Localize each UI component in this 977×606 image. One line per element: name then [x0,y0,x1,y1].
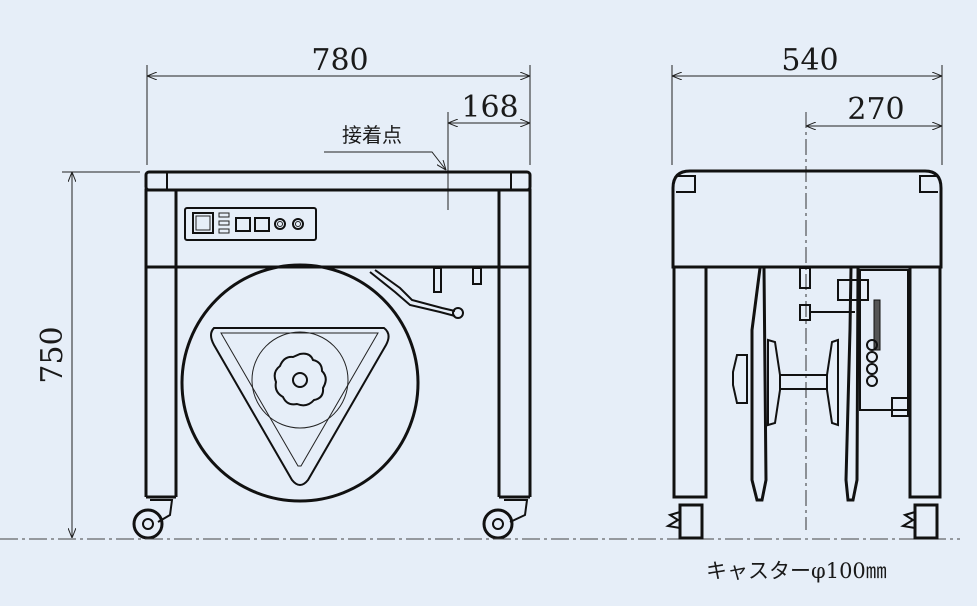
caster-front-right [482,499,529,540]
glue-offset-dimension: 168 接着点 [324,90,530,210]
center-dim-label: 270 [847,92,904,127]
caster-side-left [665,503,704,540]
caster-side-right [900,503,939,540]
side-depth-dimension: 540 [671,43,943,165]
offset-dim-label: 168 [461,90,518,125]
control-panel [184,207,317,241]
front-width-dimension: 780 [146,43,531,165]
glue-point-label: 接着点 [342,123,402,147]
side-center-dimension: 270 [806,92,942,127]
strap-reel-front [180,263,420,503]
caster-front-left [132,499,174,540]
height-dimension: 750 [35,171,140,538]
glue-point-leader [324,151,446,170]
front-view-machine [132,170,532,540]
width-dim-label: 780 [311,43,368,78]
depth-dim-label: 540 [781,43,838,78]
height-dim-label: 750 [35,326,70,383]
caster-note: キャスターφ100㎜ [706,559,887,583]
side-view-machine [665,169,943,540]
